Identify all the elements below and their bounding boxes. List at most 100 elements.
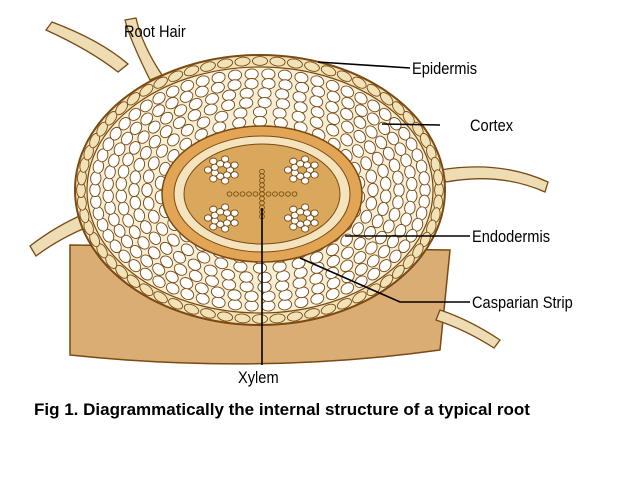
cell <box>147 209 160 224</box>
cell <box>194 85 209 98</box>
cell <box>166 282 180 295</box>
cell <box>221 268 236 281</box>
cell <box>398 239 411 254</box>
cell <box>367 182 379 198</box>
cell <box>252 191 259 197</box>
cell <box>188 98 203 110</box>
label-casparian-strip: Casparian Strip <box>472 293 573 312</box>
cell <box>139 267 153 281</box>
cell <box>239 271 254 283</box>
cell <box>205 275 219 287</box>
cell <box>302 171 312 179</box>
cell <box>159 241 173 255</box>
cell <box>139 146 152 160</box>
cell <box>340 259 354 273</box>
label-cortex: Cortex <box>470 116 514 135</box>
cell <box>325 101 339 114</box>
cell <box>377 121 391 136</box>
cell <box>159 125 173 139</box>
cell <box>261 300 276 312</box>
cell <box>89 182 101 198</box>
cell <box>209 205 218 213</box>
root-hair-right-lower <box>435 309 501 349</box>
cell <box>309 95 324 108</box>
cell <box>354 263 368 276</box>
cell <box>179 277 194 290</box>
cell <box>283 214 293 222</box>
cortex-cells <box>89 68 431 312</box>
cell <box>360 156 373 171</box>
cell <box>340 133 353 147</box>
cell <box>320 303 337 315</box>
cell <box>259 168 265 175</box>
cell <box>252 115 268 128</box>
cell <box>286 311 303 322</box>
cell <box>336 70 352 82</box>
cell <box>340 85 354 98</box>
cell <box>325 288 340 301</box>
cell <box>326 112 340 125</box>
cell <box>222 171 232 179</box>
cell <box>148 135 162 149</box>
cell <box>353 116 367 129</box>
cell <box>291 110 306 123</box>
cell <box>246 191 252 197</box>
cell <box>310 219 319 227</box>
cell <box>340 107 354 121</box>
cell <box>167 233 180 247</box>
cell <box>209 175 218 183</box>
xylem-cells <box>203 155 319 233</box>
cell <box>379 274 394 288</box>
cell <box>310 209 319 217</box>
cell <box>239 97 254 109</box>
cell <box>139 283 154 297</box>
cell <box>126 274 141 288</box>
leader-cortex <box>381 123 441 126</box>
cell <box>433 169 443 186</box>
cell <box>379 92 394 106</box>
cell <box>148 231 162 245</box>
cell <box>366 83 381 97</box>
root-hair-right <box>439 166 549 193</box>
cell <box>118 117 131 131</box>
cell <box>115 176 127 191</box>
cell <box>310 171 319 179</box>
cell <box>301 155 310 163</box>
cell <box>196 116 211 129</box>
cell <box>352 76 367 89</box>
cell <box>102 188 114 204</box>
cell <box>209 223 218 231</box>
cell <box>360 209 373 224</box>
cell <box>128 107 142 121</box>
cell <box>141 182 153 198</box>
cell <box>326 255 340 268</box>
cell <box>366 112 380 126</box>
cell <box>309 272 324 285</box>
cell <box>139 99 153 113</box>
cell <box>226 191 233 197</box>
cell <box>289 205 298 213</box>
cell <box>351 222 364 236</box>
cell <box>365 196 377 211</box>
cell <box>118 249 131 263</box>
cell <box>200 308 216 319</box>
cell <box>203 166 213 174</box>
cell <box>102 176 114 192</box>
cell <box>326 123 340 137</box>
cell <box>286 58 303 69</box>
cell <box>291 191 298 197</box>
cell <box>389 249 402 263</box>
cell <box>210 286 225 299</box>
cell <box>217 311 234 322</box>
cell <box>227 79 242 91</box>
cell <box>173 263 188 276</box>
cell <box>166 85 180 98</box>
cell <box>115 189 127 204</box>
cell <box>222 161 232 169</box>
cell <box>377 202 389 216</box>
cell <box>147 120 161 134</box>
root-hair-top <box>124 17 163 81</box>
cell <box>221 155 230 163</box>
cell <box>222 209 232 217</box>
